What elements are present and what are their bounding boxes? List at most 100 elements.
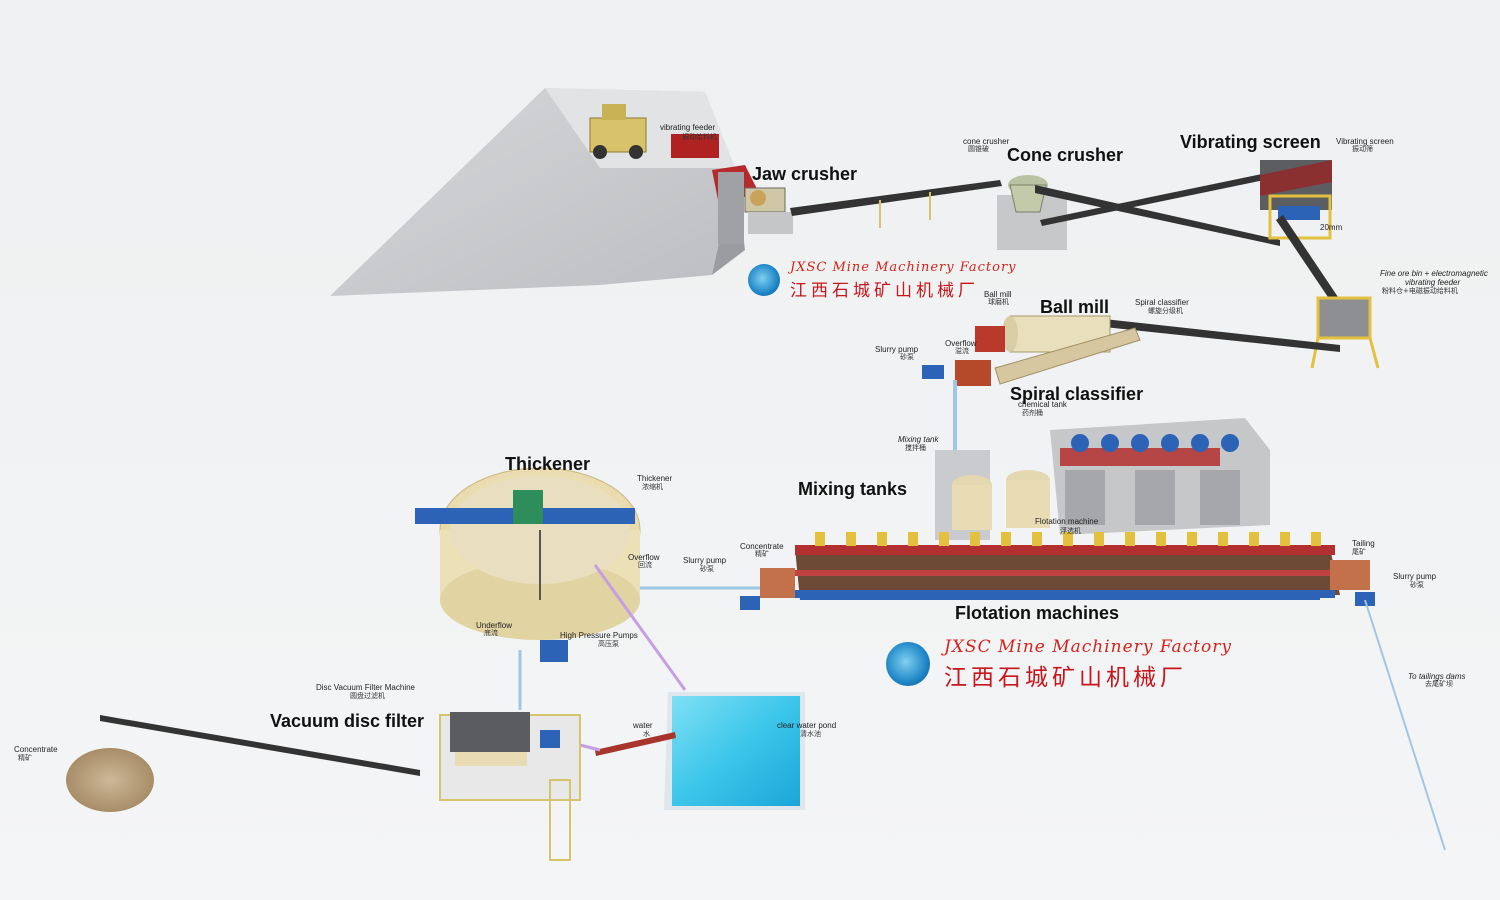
- vibrating-screen-label: Vibrating screen: [1336, 137, 1394, 146]
- mixing-tanks: [935, 450, 1050, 540]
- high-pressure-pumps-label: High Pressure Pumps: [560, 631, 638, 640]
- cone-crusher-label-cn: 圆锥破: [968, 145, 989, 153]
- mesh-size-label: 20mm: [1320, 223, 1343, 232]
- flotation-cell-marker: [1094, 532, 1104, 546]
- flotation-cell-marker: [1187, 532, 1197, 546]
- slurry-pump-top: [922, 365, 957, 460]
- brand-logo-icon: [748, 264, 780, 296]
- overflow-top-label-cn: 溢流: [955, 347, 969, 355]
- flotation-cell-marker: [1249, 532, 1259, 546]
- flotation-cell-marker: [1156, 532, 1166, 546]
- vibrating-feeder-label-cn: 振动给料机: [682, 133, 717, 141]
- slurry-pump-mid-label: Slurry pump: [683, 556, 727, 565]
- vibrating-screen-label-cn: 振动筛: [1352, 145, 1373, 153]
- brand-bottom-zh: 江西石城矿山机械厂: [944, 665, 1187, 691]
- disc-filter-label-cn: 圆盘过滤机: [350, 692, 385, 700]
- ore-stockpile: [330, 88, 745, 296]
- flotation-cell-marker: [970, 532, 980, 546]
- tailings-dams-label: To tailings dams: [1408, 672, 1466, 681]
- slurry-pump-mid: [630, 586, 760, 610]
- concentrate-pile-label-cn: 精矿: [18, 754, 32, 762]
- tailing-label-cn: 尾矿: [1352, 548, 1366, 556]
- clear-water-pond: [664, 692, 805, 810]
- conveyor-belt-mill: [1095, 318, 1340, 352]
- concentrate-pile-label: Concentrate: [14, 745, 58, 754]
- thickener-label: Thickener: [637, 474, 673, 483]
- cone-crusher-title: Cone crusher: [1007, 145, 1124, 165]
- vibrating-screen: [1260, 160, 1332, 240]
- vibrating-feeder-label: vibrating feeder: [660, 123, 716, 132]
- jaw-crusher-title: Jaw crusher: [752, 164, 858, 184]
- brand-logo-icon-2: [886, 642, 930, 686]
- chemical-tank-label-cn: 药剂桶: [1022, 409, 1043, 417]
- disc-filter-title: Vacuum disc filter: [270, 711, 425, 731]
- clear-water-pond-label-cn: 清水池: [800, 730, 821, 738]
- loader-truck: [589, 104, 647, 159]
- conveyor-belt-x: [1035, 162, 1322, 246]
- flotation-machine-label: Flotation machine: [1035, 517, 1099, 526]
- water-pipe: [567, 732, 676, 756]
- flotation-cell-marker: [1063, 532, 1073, 546]
- underflow-label: Underflow: [476, 621, 513, 630]
- flotation-machine-label-cn: 浮选机: [1060, 527, 1081, 535]
- flotation-cell-marker: [1125, 532, 1135, 546]
- flotation-cell-marker: [939, 532, 949, 546]
- mixing-tank-label: Mixing tank: [898, 435, 939, 444]
- slurry-pump-top-label-cn: 砂泵: [900, 353, 914, 361]
- brand-top: JXSC Mine Machinery Factory 江西石城矿山机械厂: [790, 260, 1017, 301]
- flotation-line: [760, 545, 1370, 600]
- concentrate-flot-label-cn: 精矿: [755, 550, 769, 558]
- mixing-tanks-title: Mixing tanks: [798, 479, 908, 499]
- brand-top-en: JXSC Mine Machinery Factory: [790, 260, 1017, 275]
- water-label-cn: 水: [643, 730, 650, 738]
- conveyor-belt-fine-ore: [1276, 215, 1340, 303]
- chemical-tank-unit: [1101, 434, 1119, 452]
- ball-mill-label: Ball mill: [984, 290, 1012, 299]
- brand-bottom-en: JXSC Mine Machinery Factory: [944, 637, 1232, 657]
- overflow-thickener-label-cn: 回流: [638, 561, 652, 569]
- slurry-pump-right: [1355, 592, 1446, 851]
- conveyor-belt: [790, 180, 1002, 228]
- tailing-label: Tailing: [1352, 539, 1375, 548]
- flotation-cell-marker: [1218, 532, 1228, 546]
- thickener: [415, 467, 641, 640]
- slurry-pump-top-label: Slurry pump: [875, 345, 919, 354]
- concentrate-pile: [66, 748, 154, 812]
- cone-crusher-label: cone crusher: [963, 137, 1010, 146]
- fine-ore-bin: [1310, 296, 1380, 369]
- flotation-cell-marker: [877, 532, 887, 546]
- tailings-dams-label-cn: 去尾矿坝: [1425, 680, 1453, 688]
- flotation-machines-title: Flotation machines: [955, 603, 1120, 623]
- flotation-cell-marker: [1311, 532, 1321, 546]
- chemical-tank-unit: [1161, 434, 1179, 452]
- flotation-cell-marker: [1032, 532, 1042, 546]
- flotation-cell-marker: [1280, 532, 1290, 546]
- overflow-top-label: Overflow: [945, 339, 977, 348]
- vibrating-screen-title: Vibrating screen: [1180, 132, 1321, 152]
- conveyor-belt-concentrate: [100, 715, 420, 776]
- ball-mill-title: Ball mill: [1040, 297, 1110, 317]
- mixing-tank-label-cn: 搅拌桶: [905, 444, 926, 452]
- thickener-title: Thickener: [505, 454, 591, 474]
- high-pressure-pumps-label-cn: 高压泵: [598, 640, 619, 648]
- fine-ore-bin-label-cn: 粉料仓+电磁振动给料机: [1382, 287, 1458, 295]
- disc-filter-label: Disc Vacuum Filter Machine: [316, 683, 415, 692]
- thickener-label-cn: 浓缩机: [642, 483, 663, 491]
- cone-crusher: [997, 175, 1067, 250]
- spiral-classifier-label: Spiral classifier: [1135, 298, 1189, 307]
- flotation-cell-marker: [908, 532, 918, 546]
- fine-ore-bin-label-1: Fine ore bin + electromagnetic: [1380, 269, 1488, 278]
- flotation-cell-marker: [846, 532, 856, 546]
- high-pressure-pumps: [518, 564, 687, 710]
- chemical-tank-unit: [1221, 434, 1239, 452]
- chemical-tanks: [1071, 434, 1239, 452]
- flotation-cells: [815, 532, 1321, 546]
- spiral-classifier: [955, 327, 1141, 386]
- chemical-tank-unit: [1131, 434, 1149, 452]
- ball-mill-label-cn: 球磨机: [988, 298, 1009, 306]
- clear-water-pond-label: clear water pond: [777, 721, 837, 730]
- flotation-cell-marker: [815, 532, 825, 546]
- water-label: water: [633, 721, 653, 730]
